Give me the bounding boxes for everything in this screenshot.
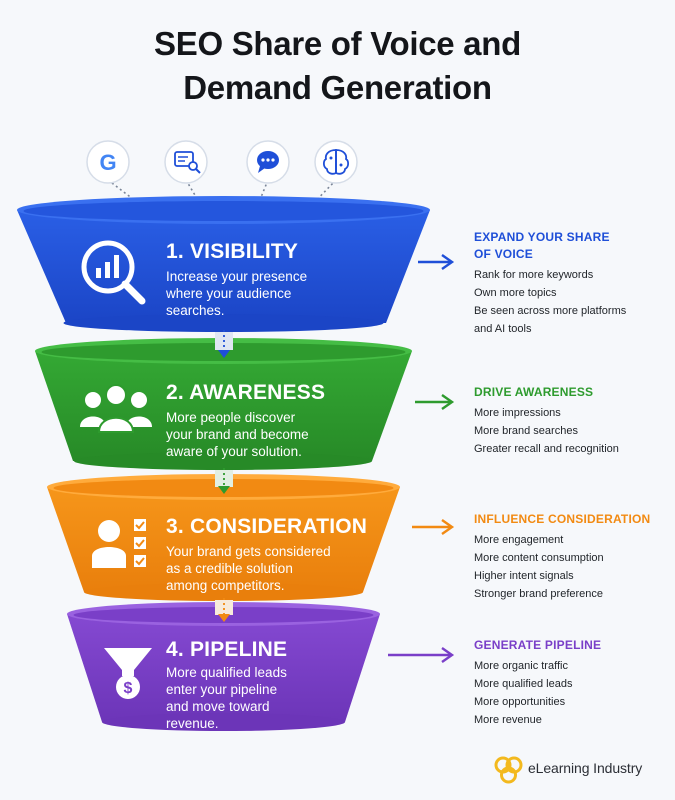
desc-line: Increase your presence (166, 269, 308, 284)
desc-line: More qualified leads (166, 665, 287, 680)
google-glyph: G (99, 150, 116, 175)
desc-line: among competitors. (166, 578, 285, 593)
search-results-icon (164, 140, 208, 184)
side-item: Higher intent signals (474, 570, 574, 582)
desc-line: revenue. (166, 716, 219, 731)
stage-description: Your brand gets considered as a credible… (166, 543, 367, 594)
funnel-dollar-icon: $ (104, 648, 152, 699)
stage-title: 4. PIPELINE (166, 638, 288, 661)
side-panel-consideration: INFLUENCE CONSIDERATION More engagement … (474, 511, 664, 603)
side-panel-pipeline: GENERATE PIPELINE More organic traffic M… (474, 637, 664, 729)
source-icons: G (86, 140, 358, 213)
ai-brain-icon (314, 140, 358, 184)
heading-line: INFLUENCE CONSIDERATION (474, 512, 651, 526)
stage-description: Increase your presence where your audien… (166, 268, 307, 319)
side-heading: INFLUENCE CONSIDERATION (474, 511, 664, 528)
heading-line: DRIVE AWARENESS (474, 385, 594, 399)
stage-title: 1. VISIBILITY (166, 240, 299, 263)
google-icon: G (86, 140, 130, 184)
side-item: More qualified leads (474, 678, 573, 690)
side-panel-share-of-voice: EXPAND YOUR SHARE OF VOICE Rank for more… (474, 229, 664, 338)
brand-logo-icon (494, 756, 523, 784)
desc-line: and move toward (166, 699, 270, 714)
side-item: Stronger brand preference (474, 588, 604, 600)
stage-title: 2. AWARENESS (166, 381, 326, 404)
stage-description: More people discover your brand and beco… (166, 409, 325, 460)
side-item: and AI tools (474, 323, 532, 335)
side-item: More brand searches (474, 425, 578, 437)
brand-name: eLearning Industry (528, 760, 643, 776)
heading-line: OF VOICE (474, 247, 533, 261)
person-checklist-icon (92, 519, 146, 568)
svg-text:$: $ (124, 680, 133, 697)
side-panel-awareness: DRIVE AWARENESS More impressions More br… (474, 384, 664, 458)
side-heading: EXPAND YOUR SHARE OF VOICE (474, 229, 664, 263)
side-arrows (388, 254, 455, 663)
side-item: More opportunities (474, 696, 566, 708)
side-item: Rank for more keywords (474, 269, 594, 281)
desc-line: More people discover (166, 410, 296, 425)
desc-line: Your brand gets considered (166, 544, 331, 559)
magnifier-chart-icon (81, 240, 146, 305)
side-item: More impressions (474, 407, 561, 419)
chat-bubble-icon (246, 140, 290, 184)
stage-pipeline-text: 4. PIPELINE More qualified leads enter y… (166, 638, 287, 732)
title-line-2: Demand Generation (183, 69, 492, 106)
stage-awareness-text: 2. AWARENESS More people discover your b… (166, 381, 325, 460)
people-group-icon (80, 384, 152, 433)
side-item: More revenue (474, 714, 542, 726)
desc-line: where your audience (166, 286, 292, 301)
heading-line: GENERATE PIPELINE (474, 638, 602, 652)
stage-connectors (215, 330, 233, 622)
side-item: Greater recall and recognition (474, 443, 619, 455)
stage-title: 3. CONSIDERATION (166, 515, 368, 538)
stage-consideration-text: 3. CONSIDERATION Your brand gets conside… (166, 515, 367, 594)
side-heading: GENERATE PIPELINE (474, 637, 664, 654)
desc-line: aware of your solution. (166, 444, 302, 459)
desc-line: as a credible solution (166, 561, 293, 576)
side-heading: DRIVE AWARENESS (474, 384, 664, 401)
desc-line: enter your pipeline (166, 682, 278, 697)
side-item: Own more topics (474, 287, 557, 299)
title-line-1: SEO Share of Voice and (154, 25, 521, 62)
side-item: More engagement (474, 534, 564, 546)
side-item: Be seen across more platforms (474, 305, 627, 317)
desc-line: your brand and become (166, 427, 309, 442)
stage-description: More qualified leads enter your pipeline… (166, 664, 287, 732)
funnel-stage-visibility (17, 196, 430, 332)
stage-visibility-text: 1. VISIBILITY Increase your presence whe… (166, 240, 307, 319)
desc-line: searches. (166, 303, 225, 318)
side-item: More organic traffic (474, 660, 568, 672)
side-item: More content consumption (474, 552, 604, 564)
heading-line: EXPAND YOUR SHARE (474, 230, 610, 244)
page-title: SEO Share of Voice and Demand Generation (0, 22, 675, 110)
